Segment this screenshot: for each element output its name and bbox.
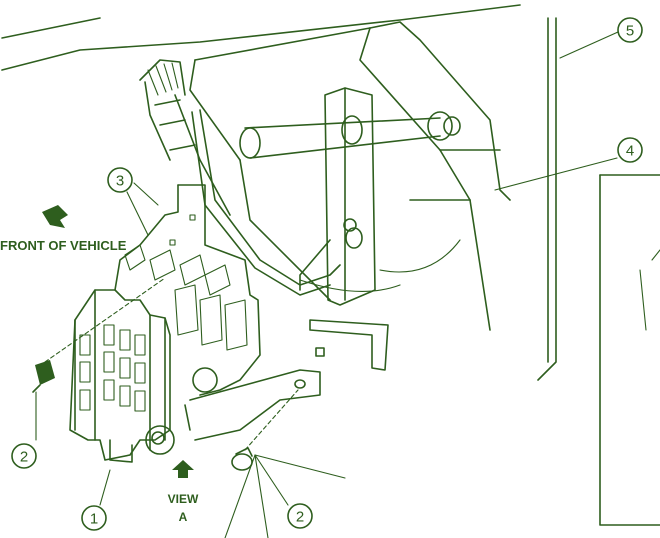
wiring-harness [139, 59, 341, 296]
side-panel [599, 174, 660, 526]
callout-5-number: 5 [626, 23, 634, 40]
view-letter-label: A [179, 510, 188, 524]
support-plate [299, 87, 389, 371]
dash-edge-lines [1, 4, 521, 71]
callout-3-number: 3 [116, 173, 124, 190]
front-of-vehicle-label: FRONT OF VEHICLE [0, 238, 127, 253]
callout-4-number: 4 [626, 143, 634, 160]
callout-2-left: 2 [11, 443, 37, 469]
callout-leaders [35, 31, 619, 538]
callout-2-bottom: 2 [287, 503, 313, 529]
callout-5: 5 [617, 17, 643, 43]
callout-2-bottom-number: 2 [296, 509, 304, 526]
front-arrow-icon [42, 205, 68, 228]
view-arrow-icon [172, 460, 194, 478]
mounting-bracket [189, 21, 511, 331]
frame-rail [537, 17, 557, 381]
lower-bracket [184, 369, 321, 441]
callout-2-left-number: 2 [20, 449, 28, 466]
screw-left [32, 277, 166, 393]
callout-1: 1 [81, 505, 107, 531]
view-label: VIEW [168, 492, 199, 506]
callout-1-number: 1 [90, 511, 98, 528]
fuse-panel [69, 184, 261, 463]
pivot-shaft [239, 111, 461, 159]
callout-4: 4 [617, 137, 643, 163]
callout-3: 3 [107, 167, 133, 193]
